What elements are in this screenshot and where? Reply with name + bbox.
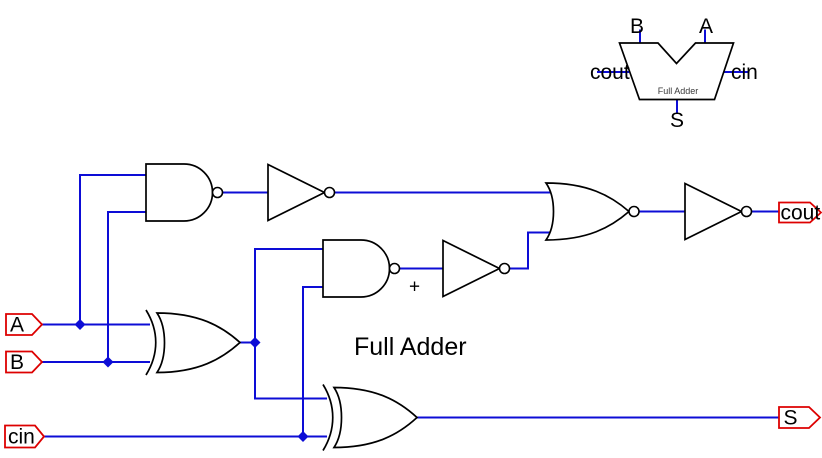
xor-body[interactable] — [332, 386, 419, 449]
inverter-body[interactable] — [442, 239, 502, 298]
symbol-pin-label-b: B — [630, 15, 644, 38]
symbol-outline[interactable] — [618, 42, 735, 101]
nor-bubble — [628, 205, 640, 218]
wire-inv2-to-nor[interactable] — [509, 231, 552, 270]
junction-b[interactable] — [102, 356, 114, 368]
symbol-pin-label-cin: cin — [731, 61, 758, 84]
junctions — [74, 319, 309, 442]
inverter-1[interactable] — [267, 163, 336, 222]
input-label-a: A — [10, 314, 24, 337]
input-tag-a[interactable]: A — [5, 313, 44, 337]
tag-shape — [5, 350, 44, 374]
xor-gate-2[interactable] — [322, 384, 419, 451]
wire-cin-to-nand2[interactable] — [302, 286, 323, 437]
input-tag-cin[interactable]: cin — [4, 424, 46, 449]
wires — [42, 174, 780, 438]
output-tag-s[interactable]: S — [778, 406, 822, 430]
nor-body[interactable] — [544, 182, 631, 241]
schematic-title[interactable]: Full Adder — [354, 333, 467, 361]
input-label-b: B — [10, 351, 24, 374]
output-label-s: S — [784, 407, 798, 430]
input-tag-b[interactable]: B — [5, 350, 44, 374]
input-label-cin: cin — [8, 426, 35, 449]
inverter-3[interactable] — [684, 182, 753, 241]
xor-body[interactable] — [155, 312, 242, 374]
inverter-bubble — [323, 186, 336, 199]
inverter-body[interactable] — [684, 182, 744, 241]
wire-xor1-to-xor2[interactable] — [254, 342, 327, 400]
inverter-bubble — [498, 262, 511, 275]
junction-a[interactable] — [74, 319, 86, 330]
wire-a-to-nand1[interactable] — [79, 174, 146, 325]
xor-leading-arc — [322, 384, 334, 451]
nand-bubble — [211, 186, 224, 199]
nand-body[interactable] — [322, 239, 391, 298]
nand-gate-2[interactable] — [322, 239, 401, 298]
full-adder-symbol[interactable]: B A cout cin S Full Adder — [590, 15, 758, 132]
inverter-bubble — [740, 205, 753, 218]
symbol-pin-label-s: S — [670, 109, 684, 132]
wire-b-to-nand1[interactable] — [107, 211, 146, 362]
junction-xor1-out[interactable] — [249, 337, 261, 348]
wire-xor1-to-nand2[interactable] — [254, 248, 323, 343]
nand-gate-1[interactable] — [145, 163, 224, 222]
output-tag-cout[interactable]: cout — [778, 201, 822, 225]
tag-shape — [5, 313, 44, 336]
symbol-pin-label-a: A — [699, 15, 713, 38]
tag-shape — [778, 201, 822, 224]
tag-shape — [778, 406, 822, 429]
inverter-2[interactable] — [442, 239, 511, 298]
output-label-cout: cout — [781, 202, 821, 225]
nor-gate[interactable] — [544, 182, 640, 241]
inverter-body[interactable] — [267, 163, 327, 222]
junction-cin[interactable] — [297, 431, 309, 442]
symbol-pin-label-cout: cout — [590, 61, 630, 84]
tag-shape — [4, 424, 46, 449]
symbol-name-label: Full Adder — [658, 86, 699, 96]
nand-bubble — [388, 262, 401, 275]
nand-body[interactable] — [145, 163, 214, 222]
xor-gate-1[interactable] — [145, 309, 242, 376]
xor-leading-arc — [145, 309, 157, 376]
plus-annotation: + — [409, 277, 420, 298]
